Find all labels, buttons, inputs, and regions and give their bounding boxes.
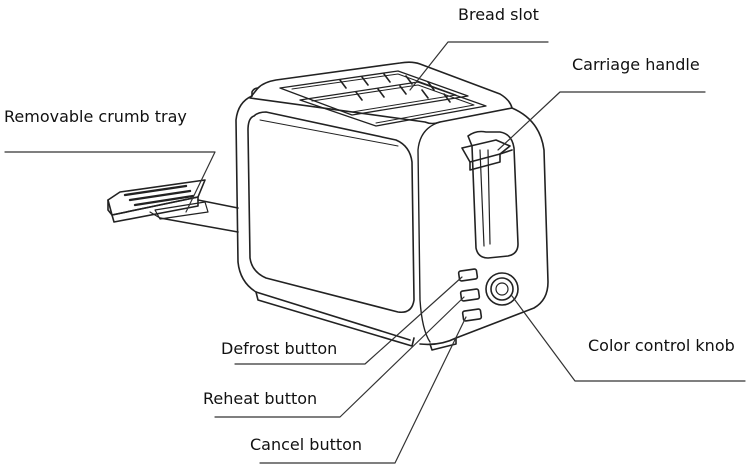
leader-lines <box>4 41 746 464</box>
carriage-lever-channel <box>461 130 519 259</box>
leader-bread-slot <box>409 41 549 91</box>
leader-cancel <box>259 316 467 464</box>
crumb-tray <box>107 179 239 233</box>
leader-reheat <box>214 296 465 418</box>
label-crumb-tray: Removable crumb tray <box>4 107 187 126</box>
leader-color-knob <box>511 295 746 382</box>
label-reheat-button: Reheat button <box>203 389 318 408</box>
label-color-control-knob: Color control knob <box>588 336 735 355</box>
label-defrost-button: Defrost button <box>221 339 338 358</box>
label-cancel-button: Cancel button <box>250 435 363 454</box>
leader-carriage-handle <box>497 91 706 151</box>
leader-defrost <box>234 276 463 365</box>
label-carriage-handle: Carriage handle <box>572 55 700 74</box>
leader-crumb-tray <box>4 151 216 213</box>
toaster-body <box>235 61 549 351</box>
control-panel <box>457 268 519 322</box>
label-bread-slot: Bread slot <box>458 5 539 24</box>
